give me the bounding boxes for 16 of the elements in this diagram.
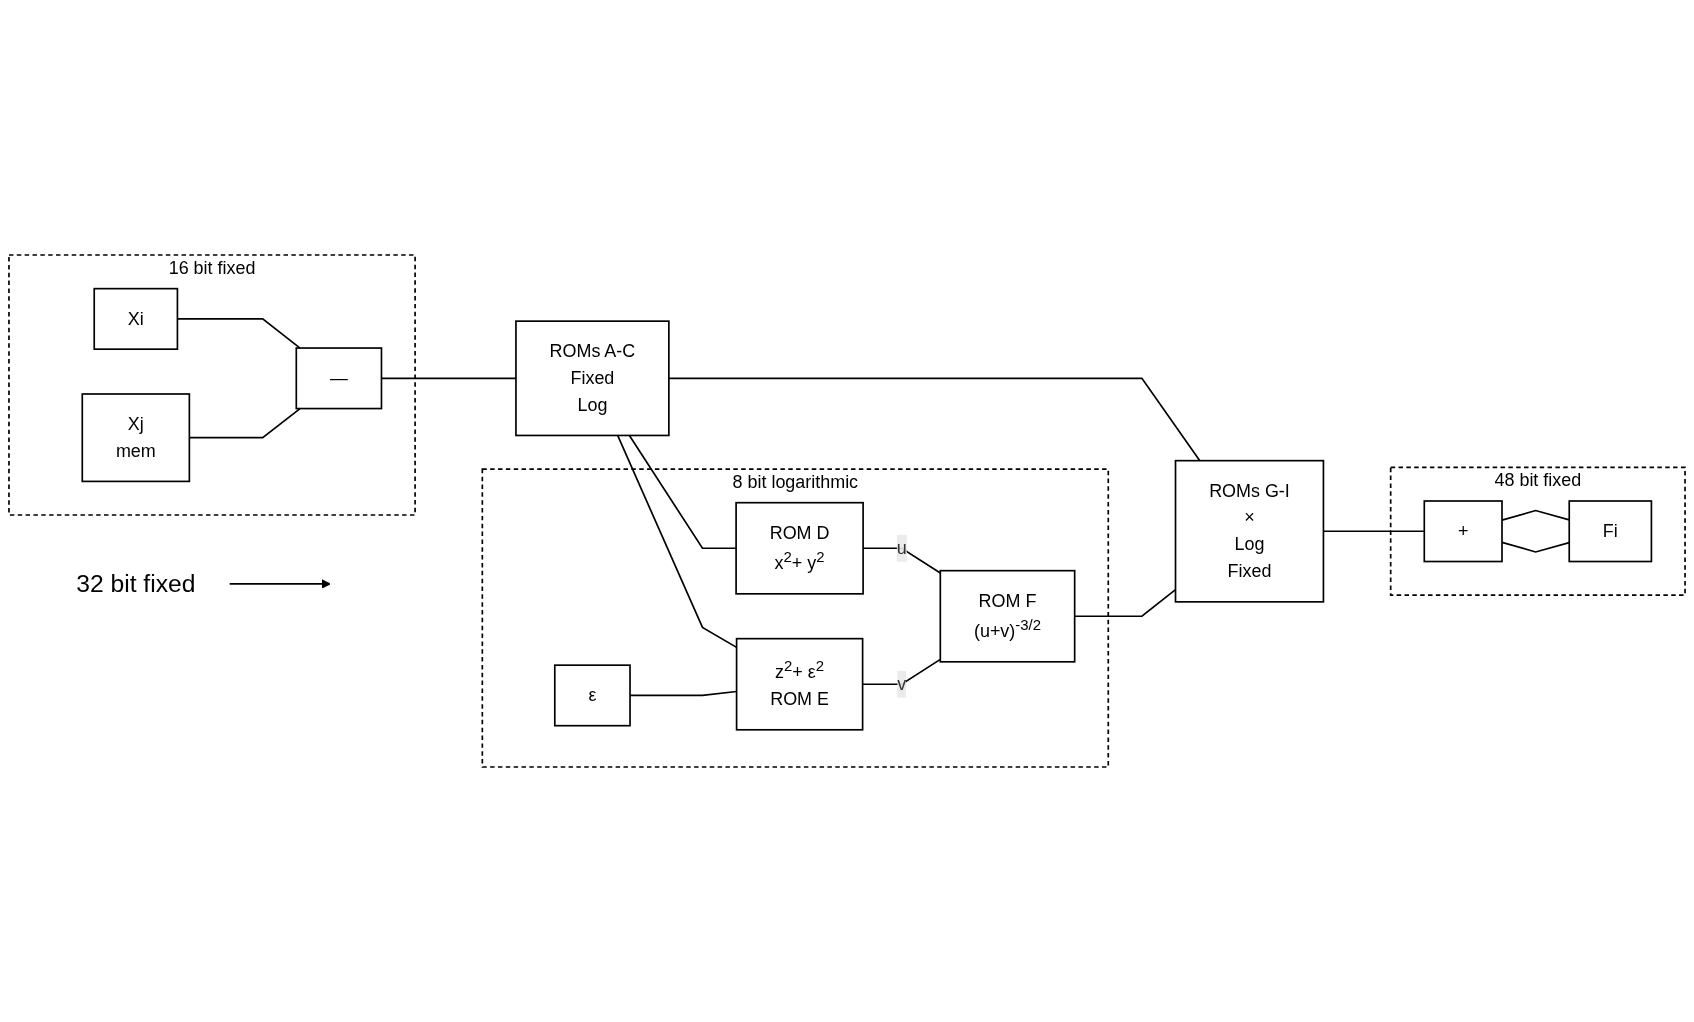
- node-box: ROMs G-I × Log Fixed: [1174, 459, 1325, 603]
- edge-label: v: [897, 674, 907, 694]
- node-box: ε: [553, 664, 631, 727]
- node-box: Xi: [93, 287, 179, 350]
- node-box: Xj mem: [81, 393, 191, 483]
- node-box: ROM F (u+v)$^{-3/2}$: [939, 569, 1076, 663]
- node-box: Fi: [1568, 500, 1653, 563]
- node-box: —: [295, 347, 383, 410]
- node-box: z$^{2}$+ ε$^{2}$ ROM E: [735, 637, 864, 731]
- edge-label: u: [896, 538, 907, 558]
- node-text: 32 bit fixed: [76, 569, 196, 598]
- node-box: ROMs A-C Fixed Log: [515, 320, 670, 437]
- node-box: ROM D x$^{2}$+ y$^{2}$: [735, 501, 864, 595]
- node-box: +: [1423, 500, 1503, 563]
- connector: [628, 434, 737, 550]
- connector: [668, 377, 1201, 462]
